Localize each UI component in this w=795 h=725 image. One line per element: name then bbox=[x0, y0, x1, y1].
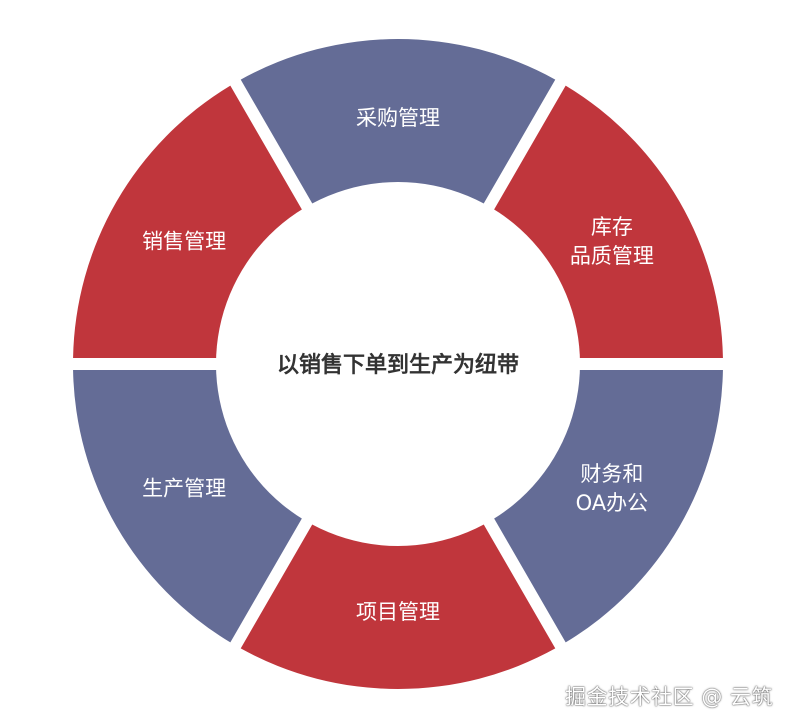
watermark: 掘金技术社区 @ 云筑 bbox=[565, 685, 773, 709]
segment-label-production: 生产管理 bbox=[142, 477, 226, 501]
center-circle bbox=[216, 182, 580, 546]
segment-label-line: 库存 bbox=[591, 215, 633, 239]
segment-label-line: 采购管理 bbox=[356, 106, 440, 130]
segment-label-line: 品质管理 bbox=[570, 244, 654, 268]
segment-label-project: 项目管理 bbox=[356, 600, 440, 624]
segment-label-line: 项目管理 bbox=[356, 600, 440, 624]
segment-label-line: 财务和 bbox=[580, 462, 643, 486]
segment-label-purchase: 采购管理 bbox=[356, 106, 440, 130]
segment-purchase bbox=[240, 39, 556, 221]
segment-label-finance: 财务和 OA办公 bbox=[576, 462, 649, 515]
segment-label-line: OA办公 bbox=[576, 491, 649, 515]
segment-label-sales: 销售管理 bbox=[142, 230, 226, 254]
segment-project bbox=[240, 507, 556, 689]
center-title: 以销售下单到生产为纽带 bbox=[277, 352, 519, 378]
segment-label-inventory: 库存品质管理 bbox=[570, 215, 654, 268]
segment-label-line: 销售管理 bbox=[142, 230, 226, 254]
segment-label-line: 生产管理 bbox=[142, 477, 226, 501]
